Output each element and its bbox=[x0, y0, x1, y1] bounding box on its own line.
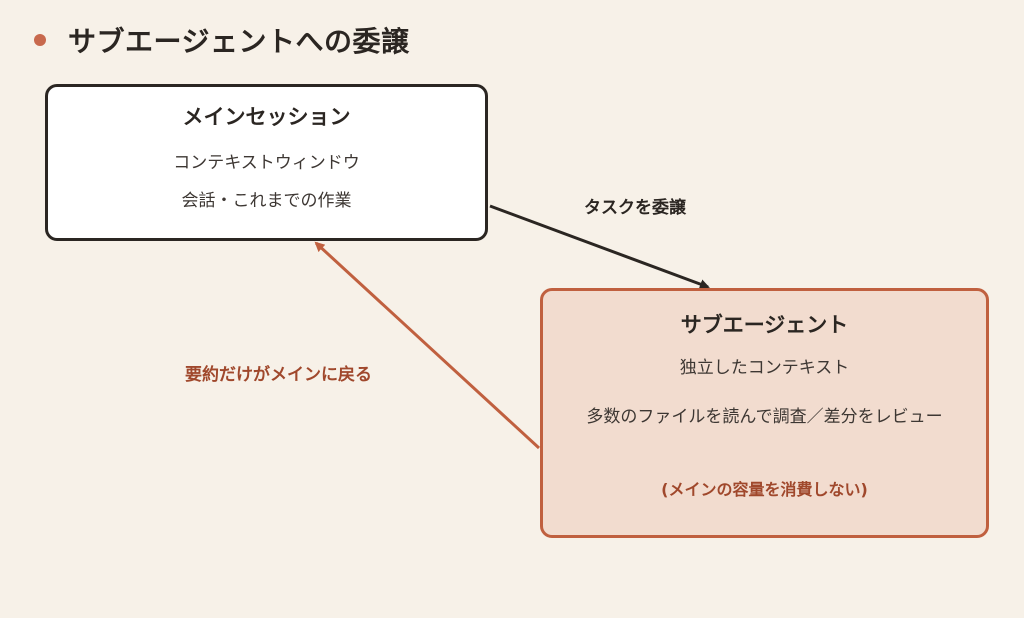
subagent-title: サブエージェント bbox=[680, 313, 849, 337]
main-session-line-2: 会話・これまでの作業 bbox=[181, 191, 352, 211]
main-session-box: メインセッション コンテキストウィンドウ 会話・これまでの作業 bbox=[45, 84, 488, 241]
main-session-title: メインセッション bbox=[182, 105, 351, 129]
subagent-line-1: 独立したコンテキスト bbox=[679, 358, 850, 378]
delegate-arrow bbox=[489, 204, 710, 289]
bullet-icon bbox=[34, 34, 46, 46]
subagent-note: (メインの容量を消費しない) bbox=[661, 480, 868, 499]
page-title: サブエージェントへの委譲 bbox=[68, 25, 410, 58]
page-header: サブエージェントへの委譲 bbox=[34, 18, 409, 62]
delegate-label: タスクを委譲 bbox=[584, 198, 686, 218]
main-session-line-1: コンテキストウィンドウ bbox=[173, 153, 360, 173]
subagent-line-2: 多数のファイルを読んで調査／差分をレビュー bbox=[586, 407, 943, 427]
return-label: 要約だけがメインに戻る bbox=[185, 365, 372, 385]
subagent-box: サブエージェント 独立したコンテキスト 多数のファイルを読んで調査／差分をレビュ… bbox=[540, 288, 989, 538]
return-arrow bbox=[314, 241, 541, 450]
